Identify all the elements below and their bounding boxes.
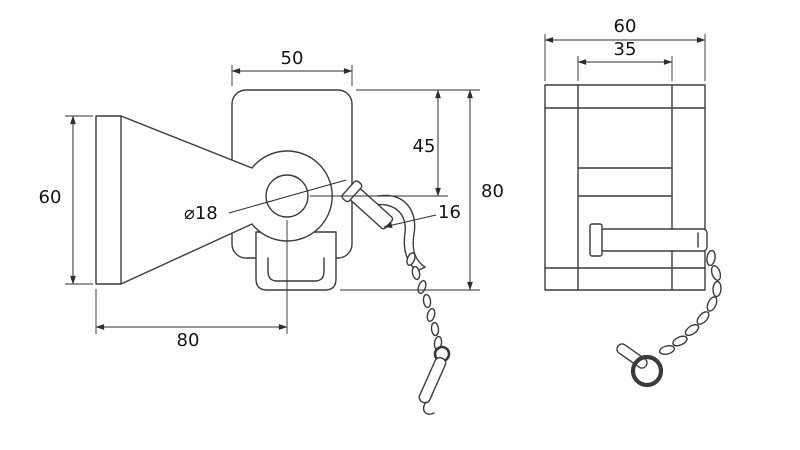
towing-eye — [95, 115, 333, 285]
dim-pin-diameter: 16 — [383, 202, 461, 228]
lower-bracket — [255, 231, 337, 291]
chain-front — [658, 249, 722, 355]
side-view: 50 45 80 16 ⌀18 60 — [39, 48, 504, 415]
dim-overall-height: 80 — [340, 89, 504, 291]
chain-link — [430, 321, 440, 337]
hitch-pin-front — [589, 223, 708, 257]
dim-eye-to-hole-length: 80 — [95, 220, 288, 351]
chain-link — [684, 323, 700, 337]
chain-link — [710, 265, 722, 281]
dim-label: 16 — [438, 202, 461, 223]
chain-link — [417, 280, 427, 294]
hitch-body-front — [544, 84, 706, 291]
dim-label: 60 — [614, 16, 637, 37]
linch-pin-side — [418, 345, 451, 415]
leader-line — [228, 179, 347, 214]
pin-handle-side — [373, 194, 426, 272]
dim-jaw-width-top: 50 — [231, 48, 353, 86]
chain-link — [672, 335, 688, 347]
pin-hole — [265, 174, 309, 218]
body-outline — [544, 84, 706, 291]
dim-overall-width: 60 — [544, 16, 706, 81]
pin-shaft — [599, 228, 708, 252]
chain-link — [406, 252, 416, 266]
chain-link — [696, 311, 710, 325]
chain-link — [706, 249, 716, 267]
chain-link — [426, 307, 436, 323]
dim-label: ⌀18 — [184, 203, 218, 224]
linch-pin-ring — [630, 354, 664, 388]
dim-eye-height: 60 — [39, 115, 93, 285]
linch-pin-body — [418, 356, 447, 404]
dim-hole-center-drop: 45 — [310, 89, 480, 197]
dim-label: 80 — [481, 181, 504, 202]
pin-head — [589, 223, 603, 257]
chain-link — [712, 280, 722, 298]
chain-link — [422, 293, 432, 309]
dim-label: 80 — [177, 330, 200, 351]
chain-side — [406, 252, 443, 351]
dim-label: 45 — [413, 136, 436, 157]
dim-hole-diameter: ⌀18 — [184, 179, 347, 224]
dim-label: 60 — [39, 187, 62, 208]
leader-line — [383, 214, 437, 228]
handle-outer-line — [377, 194, 426, 268]
linch-pin-front — [616, 343, 664, 388]
hitch-pin-side — [341, 180, 394, 230]
dim-label: 35 — [614, 39, 637, 60]
linch-pin-body — [616, 343, 648, 369]
linch-pin-tip — [422, 401, 435, 415]
dim-inner-width: 35 — [577, 39, 673, 81]
chain-link — [706, 296, 718, 312]
lower-bracket-slot — [267, 257, 325, 282]
dim-label: 50 — [281, 48, 304, 69]
chain-link — [411, 265, 421, 281]
front-view: 60 35 — [544, 16, 722, 388]
chain-link — [658, 345, 676, 355]
